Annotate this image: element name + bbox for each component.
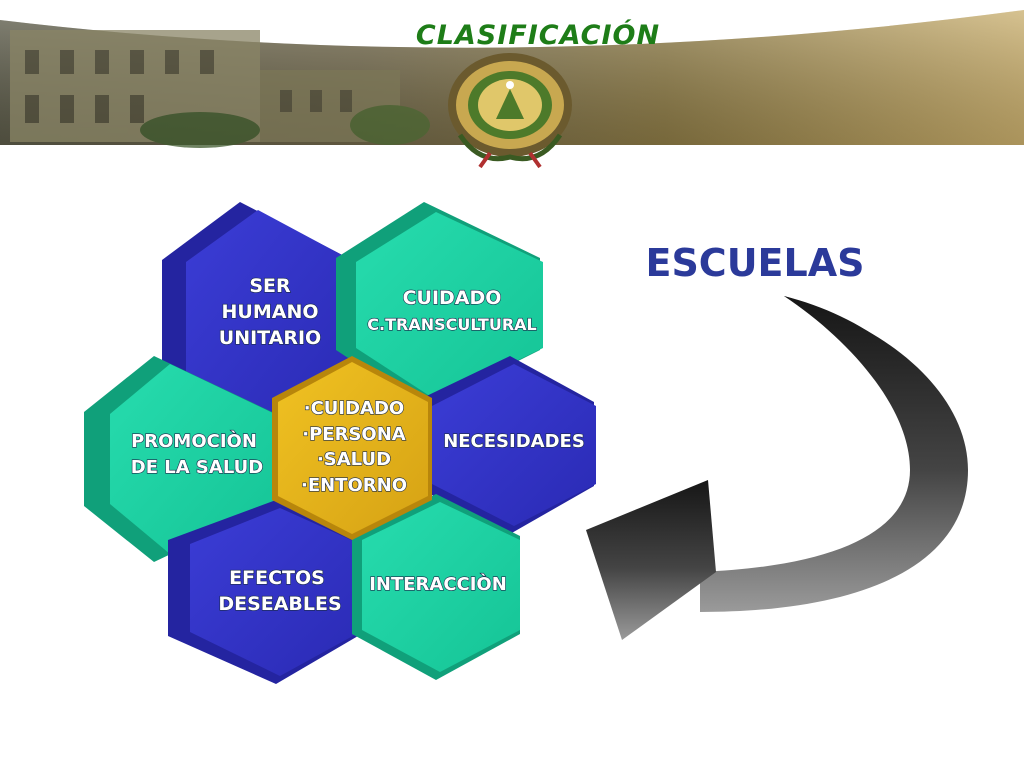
hex-efectos-deseables	[168, 500, 360, 684]
hex-cuidado-label-2: C.TRANSCULTURAL	[367, 315, 536, 334]
hex-ser-humano-label-2: HUMANO	[222, 301, 319, 323]
building-image	[10, 30, 430, 148]
hex-ser-humano-unitario	[162, 202, 355, 434]
hex-efectos-label-1: EFECTOS	[229, 567, 325, 589]
curved-arrow-icon	[586, 296, 968, 640]
hex-interaccion-label: INTERACCIÒN	[369, 573, 507, 595]
hex-promocion-label-1: PROMOCIÒN	[131, 430, 257, 452]
center-item-persona: ·PERSONA	[302, 424, 406, 445]
hex-cuidado-label-1: CUIDADO	[403, 287, 502, 309]
hex-center-metaparadigm	[272, 356, 432, 540]
hex-ser-humano-label-3: UNITARIO	[219, 327, 321, 349]
hex-interaccion	[352, 494, 520, 680]
university-seal-icon	[448, 53, 572, 169]
hex-promocion-label-2: DE LA SALUD	[131, 457, 263, 478]
center-item-entorno: ·ENTORNO	[301, 475, 407, 496]
center-item-salud: ·SALUD	[317, 449, 391, 470]
hex-ser-humano-label-1: SER	[249, 275, 291, 297]
hex-efectos-label-2: DESEABLES	[218, 593, 341, 615]
hex-promocion-salud	[84, 356, 275, 562]
hex-cuidado-transcultural	[336, 202, 543, 408]
center-item-cuidado: ·CUIDADO	[304, 398, 404, 419]
hex-necesidades-label: NECESIDADES	[443, 431, 585, 452]
header-banner	[0, 10, 1024, 169]
hex-necesidades	[414, 356, 596, 534]
page-title: CLASIFICACIÓN	[415, 20, 661, 51]
escuelas-label: ESCUELAS	[645, 241, 864, 285]
